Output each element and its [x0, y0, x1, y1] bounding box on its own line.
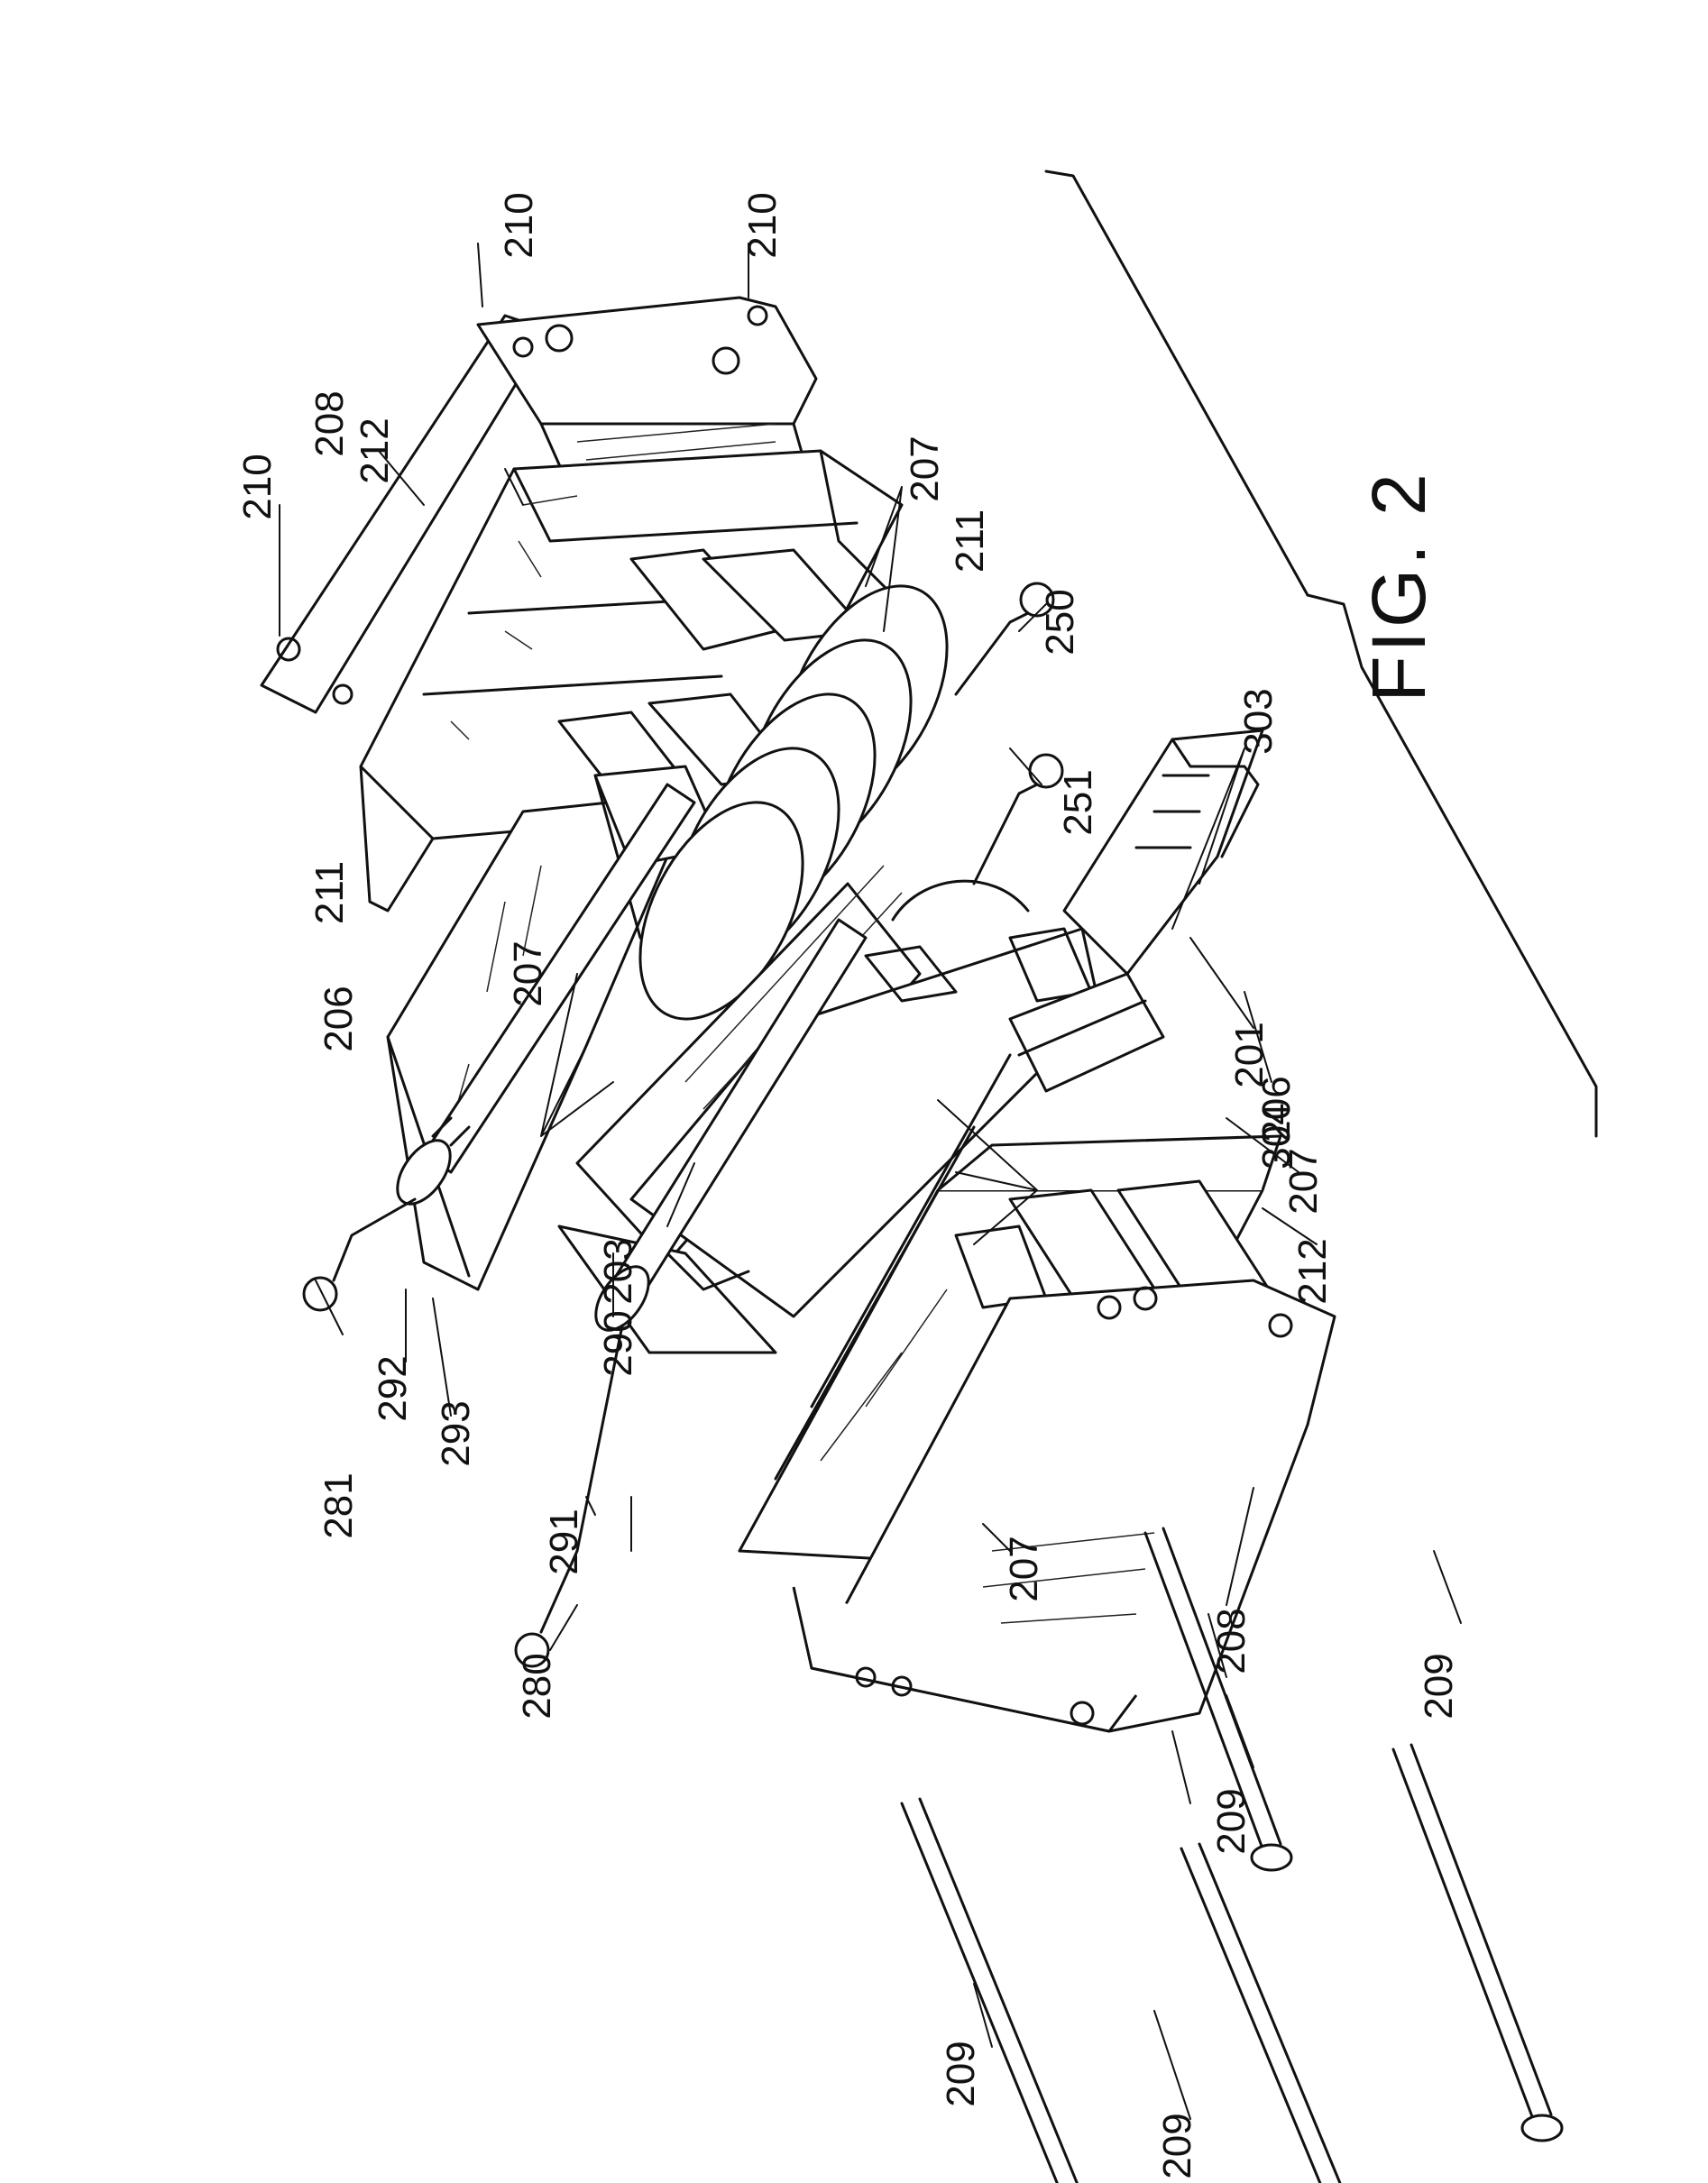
leader-lines [279, 243, 1462, 2120]
label-201: 201 [1227, 1022, 1272, 1087]
label-251: 251 [1056, 769, 1100, 835]
label-207-near-right: 207 [1281, 1148, 1326, 1214]
label-206-far: 206 [317, 986, 361, 1051]
label-208-near: 208 [1209, 1608, 1253, 1674]
mounting-bracket-far [260, 296, 818, 714]
label-291: 291 [542, 1509, 586, 1574]
label-212-far: 212 [353, 417, 397, 483]
label-210-top-right: 210 [740, 192, 785, 258]
label-303: 303 [1236, 688, 1281, 754]
label-209-d: 209 [1155, 2113, 1199, 2178]
label-207-near: 207 [1002, 1536, 1046, 1601]
core-stack-near-right [1008, 729, 1264, 1093]
label-293: 293 [434, 1400, 478, 1466]
label-208-far: 208 [308, 390, 352, 456]
label-250: 250 [1038, 589, 1082, 655]
reference-numerals: 210 210 210 208 212 207 211 251 250 303 … [235, 192, 1461, 2178]
mounting-bracket-near [792, 1279, 1336, 1733]
label-210-left: 210 [235, 454, 280, 519]
label-290: 290 [596, 1310, 640, 1376]
label-209-c: 209 [939, 2041, 983, 2106]
label-211-far-left: 211 [308, 861, 352, 924]
figure-title: FIG. 2 [1356, 470, 1441, 702]
label-280: 280 [515, 1653, 559, 1719]
bolts-209 [900, 1527, 1564, 2183]
ground-outline [1044, 170, 1598, 1138]
label-212-near: 212 [1290, 1238, 1335, 1304]
label-210-top: 210 [497, 192, 541, 258]
bolt-3 [900, 1797, 1079, 2183]
label-203: 203 [596, 1238, 640, 1304]
label-209-a: 209 [1209, 1788, 1253, 1854]
label-209-b: 209 [1417, 1653, 1461, 1719]
label-292: 292 [371, 1355, 415, 1421]
label-207-far-right: 207 [903, 436, 947, 501]
label-206-right: 206 [1254, 1076, 1299, 1142]
label-207-far-left: 207 [506, 940, 550, 1006]
bolt-1 [1143, 1527, 1293, 1872]
label-281: 281 [317, 1472, 361, 1538]
label-211-far-right: 211 [948, 509, 992, 573]
label-304: 304 [1254, 1103, 1299, 1169]
bolt-4 [1180, 1842, 1342, 2183]
bolt-2 [1391, 1743, 1564, 2142]
